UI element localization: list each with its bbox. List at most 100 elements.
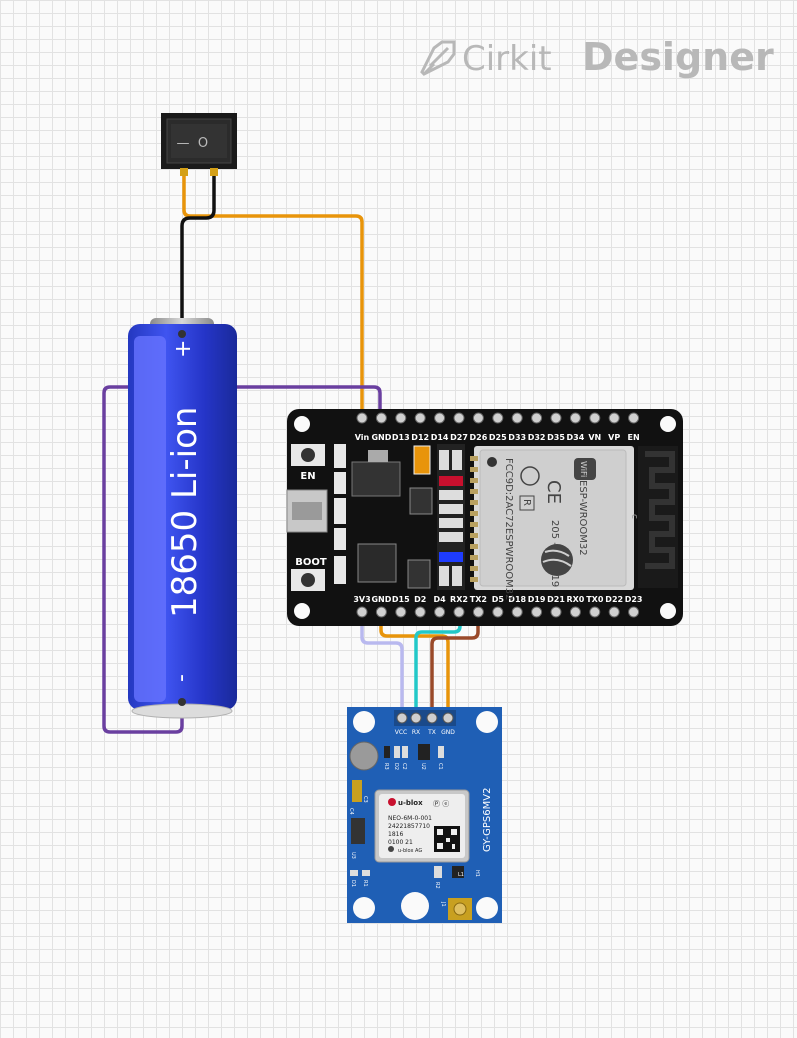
battery-minus-terminal[interactable] bbox=[178, 698, 186, 706]
module-pad bbox=[470, 456, 478, 461]
esp32-bottom-pin-tx2[interactable] bbox=[472, 606, 484, 618]
esp32-top-pin-gnd[interactable] bbox=[375, 412, 387, 424]
chip-line-2: 24221857710 bbox=[388, 823, 430, 830]
esp32-bottom-pin-d19[interactable] bbox=[531, 606, 543, 618]
esp32-bottom-pin-label-tx0: TX0 bbox=[586, 595, 604, 604]
r-mark: R bbox=[521, 499, 532, 506]
gps-module[interactable]: VCC RX TX GND R3 D2 C2 U2 C1 C3 C4 U3 D1… bbox=[347, 707, 502, 923]
wire-3v3-to-vcc[interactable] bbox=[360, 613, 404, 716]
esp32-top-pin-d26[interactable] bbox=[472, 412, 484, 424]
esp32-top-pin-d14[interactable] bbox=[434, 412, 446, 424]
switch-on-symbol: O bbox=[198, 136, 208, 151]
chip-maker: u-blox AG bbox=[398, 848, 422, 854]
esp32-bottom-pin-gnd[interactable] bbox=[375, 606, 387, 618]
esp32-bottom-pin-d5[interactable] bbox=[492, 606, 504, 618]
gps-comp-j1: J1 bbox=[440, 901, 446, 907]
esp32-bottom-pin-label-rx0: RX0 bbox=[566, 595, 584, 604]
esp32-bottom-pin-label-d18: D18 bbox=[508, 595, 526, 604]
module-pad bbox=[470, 544, 478, 549]
esp32-bottom-pin-d18[interactable] bbox=[511, 606, 523, 618]
gps-comp-l1: L1 bbox=[458, 872, 464, 878]
esp32-bottom-pin-d23[interactable] bbox=[628, 606, 640, 618]
gps-comp-c2: C2 bbox=[401, 763, 407, 770]
esp-wroom32-module: FCC9D:2AC72ESPWROOM32 ESP-WROOM32 205 - … bbox=[470, 446, 634, 601]
esp32-top-pin-vin[interactable] bbox=[356, 412, 368, 424]
esp32-bottom-pin-label-rx2: RX2 bbox=[450, 595, 468, 604]
esp32-top-pin-d33[interactable] bbox=[511, 412, 523, 424]
esp32-top-pin-label-d34: D34 bbox=[567, 433, 585, 442]
esp32-bottom-pin-d22[interactable] bbox=[608, 606, 620, 618]
battery-18650[interactable]: 18650 Li-ion + - bbox=[128, 318, 237, 719]
esp32-top-pin-label-vn: VN bbox=[588, 433, 601, 442]
esp32-top-pin-d35[interactable] bbox=[550, 412, 562, 424]
gps-pin-row bbox=[394, 710, 456, 726]
esp32-bottom-pin-rx2[interactable] bbox=[453, 606, 465, 618]
esp32-top-pin-label-d12: D12 bbox=[411, 433, 429, 442]
wire-gnd-to-battery-minus[interactable] bbox=[102, 385, 382, 734]
battery-plus-terminal[interactable] bbox=[178, 330, 186, 338]
esp32-top-pin-label-d13: D13 bbox=[392, 433, 410, 442]
esp32-bottom-pin-label-3v3: 3V3 bbox=[353, 595, 370, 604]
brand-logo: Cirkit Designer bbox=[420, 35, 774, 79]
battery-minus-symbol: - bbox=[169, 674, 194, 682]
gps-label-gnd: GND bbox=[441, 729, 455, 736]
esp32-top-pin-label-d35: D35 bbox=[547, 433, 565, 442]
esp32-top-pin-d12[interactable] bbox=[414, 412, 426, 424]
chip-line-1: NEO-6M-0-001 bbox=[388, 815, 432, 822]
esp32-top-pin-d25[interactable] bbox=[492, 412, 504, 424]
gps-comp-u2: U2 bbox=[420, 763, 426, 770]
esp32-top-pin-d34[interactable] bbox=[569, 412, 581, 424]
switch-pin-1[interactable] bbox=[180, 168, 188, 176]
esp32-bottom-pin-label-d15: D15 bbox=[392, 595, 410, 604]
esp32-top-pin-d13[interactable] bbox=[395, 412, 407, 424]
wire-tx2-to-gps-tx[interactable] bbox=[430, 613, 480, 716]
esp32-bottom-pin-label-d19: D19 bbox=[528, 595, 546, 604]
wires bbox=[102, 170, 480, 734]
gps-comp-h1: H1 bbox=[474, 870, 480, 877]
esp32-top-pin-label-d14: D14 bbox=[431, 433, 449, 442]
gps-comp-c3: C3 bbox=[362, 796, 368, 803]
esp32-bottom-pin-d15[interactable] bbox=[395, 606, 407, 618]
esp32-top-pin-d27[interactable] bbox=[453, 412, 465, 424]
switch-pin-2[interactable] bbox=[210, 168, 218, 176]
esp32-bottom-pin-d2[interactable] bbox=[414, 606, 426, 618]
module-pad bbox=[470, 522, 478, 527]
esp32-bottom-pin-rx0[interactable] bbox=[569, 606, 581, 618]
wire-rx2-to-gps-rx[interactable] bbox=[414, 613, 462, 716]
esp32-top-pin-vp[interactable] bbox=[608, 412, 620, 424]
gps-pin-vcc[interactable] bbox=[396, 712, 408, 724]
gps-comp-r1: R1 bbox=[362, 880, 368, 887]
esp32-top-pin-label-d32: D32 bbox=[528, 433, 546, 442]
rocker-switch[interactable]: — O bbox=[161, 113, 237, 176]
module-pad bbox=[470, 577, 478, 582]
esp32-bottom-pin-d21[interactable] bbox=[550, 606, 562, 618]
esp32-top-pin-d32[interactable] bbox=[531, 412, 543, 424]
gps-comp-d2: D2 bbox=[393, 763, 399, 770]
esp32-top-pin-vn[interactable] bbox=[589, 412, 601, 424]
brand-name-light: Cirkit bbox=[462, 39, 552, 79]
esp32-bottom-pin-d4[interactable] bbox=[434, 606, 446, 618]
wire-switch-to-vin[interactable] bbox=[182, 170, 364, 416]
antenna-connector[interactable] bbox=[448, 898, 472, 920]
esp32-top-pin-label-en: EN bbox=[628, 433, 640, 442]
esp32-top-pin-label-d27: D27 bbox=[450, 433, 468, 442]
module-pad bbox=[470, 478, 478, 483]
gps-pin-gnd[interactable] bbox=[442, 712, 454, 724]
esp32-top-pin-label-d25: D25 bbox=[489, 433, 507, 442]
esp32-top-pin-en[interactable] bbox=[628, 412, 640, 424]
gps-pin-rx[interactable] bbox=[410, 712, 422, 724]
pcb-antenna: c bbox=[629, 446, 678, 588]
gps-board-name: GY-GPS6MV2 bbox=[482, 788, 493, 852]
gps-pin-tx[interactable] bbox=[426, 712, 438, 724]
battery-label: 18650 Li-ion bbox=[165, 407, 205, 618]
esp32-bottom-pin-tx0[interactable] bbox=[589, 606, 601, 618]
esp32-bottom-pin-label-d2: D2 bbox=[414, 595, 426, 604]
fcc-id-text: FCC9D:2AC72ESPWROOM32 bbox=[503, 458, 514, 601]
esp32-bottom-pin-3v3[interactable] bbox=[356, 606, 368, 618]
esp32-top-pin-label-d33: D33 bbox=[508, 433, 526, 442]
wire-switch-to-battery-plus[interactable] bbox=[180, 170, 216, 335]
